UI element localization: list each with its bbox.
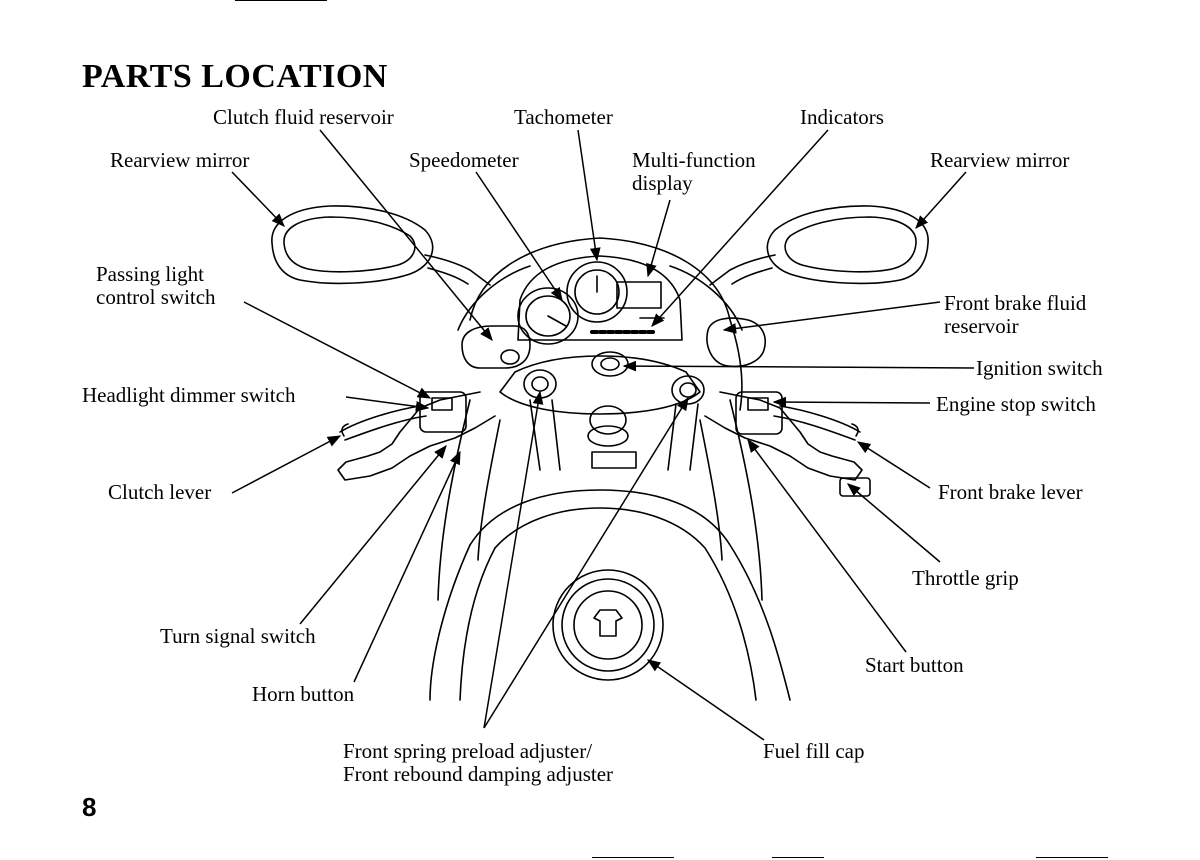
fuel-tank (429, 489, 791, 701)
label-multi-function-display-2: display (632, 171, 693, 195)
leader-lines (231, 129, 975, 741)
label-speedometer: Speedometer (409, 148, 519, 172)
label-fuel-fill-cap: Fuel fill cap (763, 739, 865, 763)
label-rearview-mirror-right: Rearview mirror (930, 148, 1070, 172)
front-fairing (469, 237, 743, 411)
label-front-brake-fluid-1: Front brake fluid (944, 291, 1087, 315)
instrument-cluster (517, 255, 683, 345)
label-multi-function-display-1: Multi-function (632, 148, 756, 172)
label-rearview-mirror-left: Rearview mirror (110, 148, 250, 172)
label-horn-button: Horn button (252, 682, 355, 706)
brake-reservoir-body (706, 317, 766, 368)
label-passing-light-1: Passing light (96, 262, 204, 286)
label-front-brake-lever: Front brake lever (938, 480, 1083, 504)
left-mirror (271, 205, 491, 286)
top-rule (235, 0, 327, 1)
label-ignition-switch: Ignition switch (976, 356, 1103, 380)
bottom-rule-1 (592, 857, 674, 858)
page-title: PARTS LOCATION (82, 58, 388, 95)
label-tachometer: Tachometer (514, 105, 613, 129)
label-passing-light-2: control switch (96, 285, 216, 309)
label-turn-signal-switch: Turn signal switch (160, 624, 316, 648)
label-indicators: Indicators (800, 105, 884, 129)
right-mirror (709, 205, 929, 286)
right-handlebar (704, 391, 871, 497)
label-clutch-fluid-reservoir: Clutch fluid reservoir (213, 105, 394, 129)
label-front-spring-adjuster-2: Front rebound damping adjuster (343, 762, 614, 786)
bottom-rule-3 (1036, 857, 1108, 858)
label-front-spring-adjuster-1: Front spring preload adjuster/ (343, 739, 593, 763)
clutch-reservoir-body (461, 325, 531, 369)
label-throttle-grip: Throttle grip (912, 566, 1019, 590)
label-engine-stop-switch: Engine stop switch (936, 392, 1096, 416)
label-clutch-lever: Clutch lever (108, 480, 212, 504)
label-start-button: Start button (865, 653, 964, 677)
bottom-rule-2 (772, 857, 824, 858)
label-headlight-dimmer-switch: Headlight dimmer switch (82, 383, 296, 407)
label-front-brake-fluid-2: reservoir (944, 314, 1019, 338)
page-number: 8 (82, 792, 97, 822)
left-handlebar (337, 391, 496, 481)
